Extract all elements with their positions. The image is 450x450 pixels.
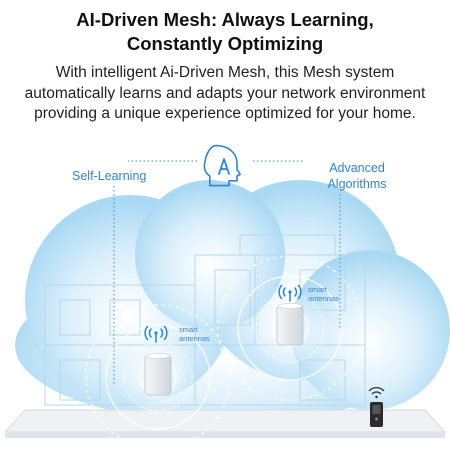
mesh-router-icon-lower xyxy=(144,353,172,396)
mesh-router-icon-upper xyxy=(276,303,304,346)
description-line-1: With intelligent Ai-Driven Mesh, this Me… xyxy=(55,64,395,81)
description: With intelligent Ai-Driven Mesh, this Me… xyxy=(0,63,450,125)
floor-base xyxy=(3,409,447,438)
lower-node-antenna-label: smart antennas xyxy=(179,325,210,343)
upper-antenna-label-line-2: antennas xyxy=(308,293,339,303)
headline-line-1: AI-Driven Mesh: Always Learning, xyxy=(76,9,374,30)
description-line-3: providing a unique experience optimized … xyxy=(34,105,416,122)
coverage-cloud xyxy=(15,180,450,423)
callout-connectors xyxy=(113,160,341,385)
lower-antenna-label-line-2: antennas xyxy=(179,333,210,343)
self-learning-label: Self-Learning xyxy=(72,169,147,183)
advanced-algorithms-label: Advanced Algorithms xyxy=(312,160,402,192)
upper-antenna-label-line-1: smart xyxy=(308,285,327,294)
description-line-2: automatically learns and adapts your net… xyxy=(24,84,426,102)
lower-antenna-label-line-1: smart xyxy=(179,325,198,334)
wifi-signal-icon-upper xyxy=(278,284,302,302)
headline: AI-Driven Mesh: Always Learning, Constan… xyxy=(0,8,450,56)
wifi-signal-icon-lower xyxy=(144,325,168,343)
upper-node-antenna-label: smart antennas xyxy=(308,285,339,303)
advanced-algorithms-line-1: Advanced xyxy=(329,161,385,175)
remote-control-icon xyxy=(368,387,385,427)
advanced-algorithms-line-2: Algorithms xyxy=(327,177,387,191)
headline-line-2: Constantly Optimizing xyxy=(126,33,324,54)
ai-head-icon xyxy=(203,144,242,187)
